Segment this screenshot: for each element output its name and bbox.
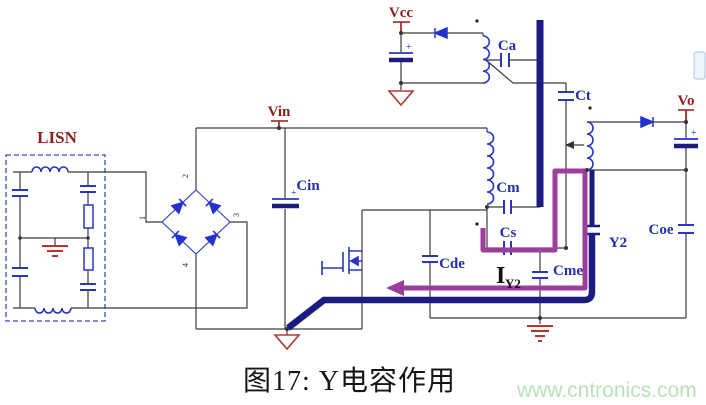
ground-triangle-icon bbox=[387, 90, 415, 107]
cap-cm bbox=[503, 200, 512, 214]
dot-primary bbox=[475, 222, 479, 226]
bridge-rectifier: 2 1 3 4 bbox=[138, 174, 241, 267]
primary-winding-icon bbox=[486, 131, 495, 205]
cap-vcc: + bbox=[389, 42, 413, 63]
aux-diode-icon bbox=[433, 26, 448, 40]
navy-return-path bbox=[286, 235, 596, 331]
plus-sign: + bbox=[691, 128, 697, 139]
ground-triangle-icon bbox=[273, 334, 301, 351]
vo-label: Vo bbox=[678, 93, 695, 109]
net-ticks bbox=[271, 21, 694, 128]
dot-aux bbox=[475, 19, 479, 23]
iy2-symbol: I bbox=[496, 263, 505, 289]
cde-label: Cde bbox=[439, 256, 465, 272]
chassis-ground-vcc bbox=[387, 90, 415, 107]
resistor-icon bbox=[83, 247, 94, 271]
bridge-pin4-label: 4 bbox=[181, 263, 190, 267]
vin-label: Vin bbox=[268, 104, 291, 120]
wire-bridge3-to-lisn bbox=[105, 221, 248, 309]
cap-ct bbox=[558, 91, 574, 101]
junction-dots bbox=[18, 31, 688, 331]
wire-tap-diagonal bbox=[485, 59, 566, 84]
iy2-current-path bbox=[386, 168, 588, 296]
purple-current-loop bbox=[400, 168, 588, 291]
cap-cin: + bbox=[272, 188, 299, 209]
diode-icon bbox=[170, 198, 187, 215]
ct-label: Ct bbox=[575, 88, 591, 104]
bridge-diodes bbox=[170, 198, 222, 247]
diode-icon bbox=[205, 198, 222, 215]
cap-cme bbox=[532, 271, 548, 279]
watermark-text: www.cntronics.com bbox=[516, 379, 697, 402]
output-diode-icon bbox=[640, 115, 655, 129]
mosfet-gate-lead bbox=[321, 261, 343, 275]
bridge-diamond bbox=[161, 189, 231, 255]
resistor-icon bbox=[83, 204, 94, 229]
capacitor-icon bbox=[80, 283, 96, 291]
capacitor-icon bbox=[12, 267, 28, 277]
cap-coe bbox=[678, 224, 694, 234]
earth-ground-cme bbox=[527, 325, 553, 342]
mosfet bbox=[321, 247, 362, 275]
figure-caption: 图17: Y电容作用 bbox=[243, 365, 456, 397]
coe-label: Coe bbox=[649, 222, 674, 238]
cap-cde bbox=[422, 255, 438, 263]
lisn-inductors bbox=[31, 166, 72, 314]
diode-icon bbox=[171, 230, 188, 247]
dot-secondary bbox=[588, 106, 592, 110]
current-arrowhead bbox=[386, 280, 404, 296]
cme-label: Cme bbox=[553, 263, 583, 279]
wire-lisn-to-bridge1 bbox=[105, 171, 162, 223]
lisn-wires bbox=[13, 171, 105, 309]
lisn-caps bbox=[12, 185, 96, 291]
ground-symbols bbox=[273, 90, 553, 351]
iy2-subscript: Y2 bbox=[505, 276, 521, 291]
plus-sign: + bbox=[291, 188, 297, 199]
polarity-dots bbox=[475, 19, 592, 226]
y2-label: Y2 bbox=[609, 235, 627, 251]
ca-label: Ca bbox=[498, 38, 517, 54]
secondary-winding-icon bbox=[586, 121, 594, 171]
lisn-block bbox=[5, 154, 106, 322]
diode-icon bbox=[204, 230, 221, 247]
earth-ground-icon bbox=[42, 245, 68, 257]
bridge-pin3-label: 3 bbox=[232, 213, 241, 217]
vcc-label: Vcc bbox=[389, 5, 413, 21]
capacitor-icon bbox=[80, 185, 96, 193]
cap-vo: + bbox=[674, 128, 698, 149]
plus-sign: + bbox=[406, 42, 412, 53]
lisn-label: LISN bbox=[37, 128, 77, 147]
lisn-dashed-box bbox=[5, 154, 106, 322]
components: + + + bbox=[272, 26, 698, 279]
transformer-windings bbox=[482, 33, 594, 205]
aux-winding-icon bbox=[482, 35, 491, 84]
capacitor-icon bbox=[12, 189, 28, 197]
cm-label: Cm bbox=[496, 180, 520, 196]
inductor-bottom-icon bbox=[34, 307, 72, 314]
bridge-pin1-label: 1 bbox=[138, 216, 147, 220]
chassis-ground-left bbox=[273, 329, 301, 351]
iy2-label: I Y2 bbox=[496, 263, 521, 291]
bridge-pin2-label: 2 bbox=[181, 174, 190, 178]
lisn-resistors bbox=[83, 204, 94, 271]
tap-arrowhead bbox=[565, 141, 574, 149]
cin-label: Cin bbox=[296, 178, 320, 194]
inductor-top-icon bbox=[31, 166, 69, 173]
scrollbar-artifact[interactable] bbox=[693, 51, 706, 80]
mosfet-body-arrow bbox=[349, 255, 359, 267]
cs-label: Cs bbox=[500, 225, 517, 241]
wires bbox=[105, 32, 687, 330]
cap-ca bbox=[500, 53, 510, 67]
